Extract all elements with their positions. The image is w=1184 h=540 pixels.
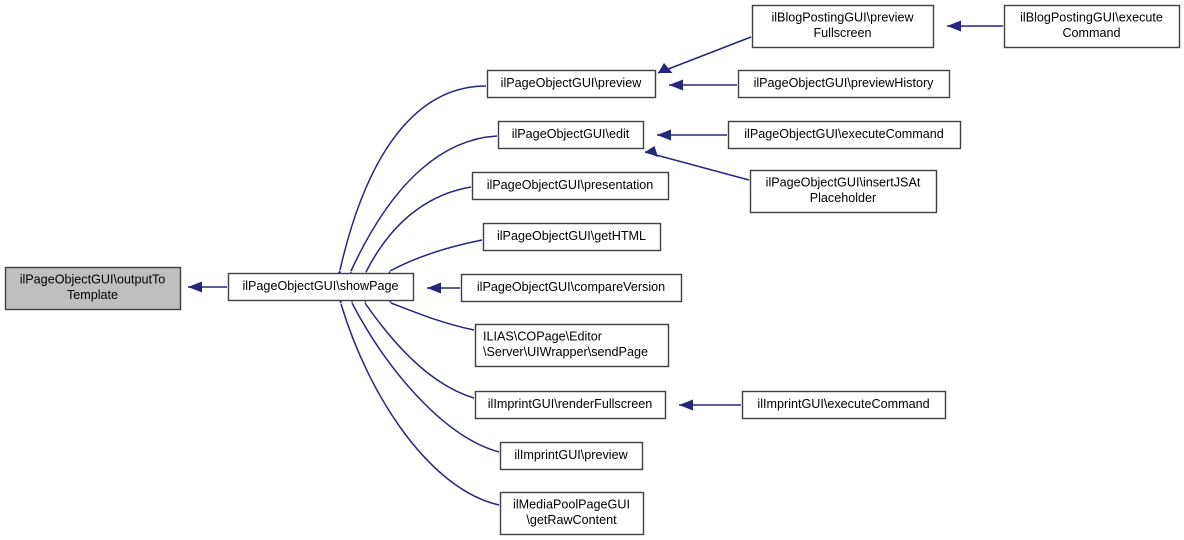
edge-line xyxy=(657,36,752,74)
graph-node-previewHistory[interactable]: ilPageObjectGUI\previewHistory xyxy=(737,69,951,99)
edge-line xyxy=(351,302,500,453)
node-label: ilPageObjectGUI\getHTML xyxy=(497,229,646,243)
node-label: Fullscreen xyxy=(813,26,871,40)
edge-arrowhead-icon xyxy=(427,282,441,294)
node-label: ilImprintGUI\executeCommand xyxy=(757,397,929,411)
edge-arrowhead-icon xyxy=(658,63,673,73)
edge-line xyxy=(340,303,500,506)
edge-arrowhead-icon xyxy=(188,281,202,293)
node-label: ilImprintGUI\preview xyxy=(514,448,628,462)
node-label: \getRawContent xyxy=(526,513,617,527)
graph-node-getHTML[interactable]: ilPageObjectGUI\getHTML xyxy=(482,222,662,252)
graph-edge xyxy=(427,282,460,294)
edge-line xyxy=(364,302,475,399)
node-label: Placeholder xyxy=(810,191,877,205)
node-label: ilImprintGUI\renderFullscreen xyxy=(488,397,652,411)
node-box[interactable] xyxy=(460,273,683,303)
edge-line xyxy=(365,186,472,273)
node-box[interactable] xyxy=(737,69,951,99)
node-box[interactable] xyxy=(471,171,670,201)
node-box[interactable] xyxy=(227,272,415,302)
node-label: ilPageObjectGUI\presentation xyxy=(487,178,654,192)
node-label: ilBlogPostingGUI\execute xyxy=(1020,11,1163,25)
edge-line xyxy=(389,239,483,272)
node-box[interactable] xyxy=(751,4,935,49)
graph-edge xyxy=(188,281,227,293)
edge-line xyxy=(390,302,475,331)
node-label: \Server\UIWrapper\sendPage xyxy=(483,345,648,359)
graph-edge xyxy=(332,288,500,506)
node-label: ilPageObjectGUI\outputTo xyxy=(20,273,166,287)
node-label: Command xyxy=(1062,26,1120,40)
node-label: ilPageObjectGUI\edit xyxy=(512,127,630,141)
graph-node-imprintPreview[interactable]: ilImprintGUI\preview xyxy=(499,441,644,471)
node-label: ilBlogPostingGUI\preview xyxy=(771,11,914,25)
node-box[interactable] xyxy=(474,323,670,368)
edge-line xyxy=(644,151,750,181)
edge-arrowhead-icon xyxy=(669,79,683,91)
node-box[interactable] xyxy=(499,441,644,471)
graph-node-renderFullscreen[interactable]: ilImprintGUI\renderFullscreen xyxy=(474,390,667,420)
graph-edge xyxy=(679,399,741,411)
node-box[interactable] xyxy=(749,169,938,214)
edge-arrowhead-icon xyxy=(645,146,658,157)
node-box[interactable] xyxy=(474,390,667,420)
node-box[interactable] xyxy=(727,120,962,150)
node-label: Template xyxy=(67,288,118,302)
edge-arrowhead-icon xyxy=(947,20,961,32)
edge-line xyxy=(350,135,498,272)
graph-edge xyxy=(331,85,487,284)
node-label: ilPageObjectGUI\preview xyxy=(501,76,643,90)
graph-edge xyxy=(344,135,498,286)
node-label: ilPageObjectGUI\executeCommand xyxy=(744,127,944,141)
graph-node-pageExecuteCommand[interactable]: ilPageObjectGUI\executeCommand xyxy=(727,120,962,150)
node-label: ILIAS\COPage\Editor xyxy=(483,330,602,344)
node-label: ilPageObjectGUI\previewHistory xyxy=(754,76,935,90)
node-label: ilPageObjectGUI\insertJSAt xyxy=(766,176,921,190)
nodes-layer: ilPageObjectGUI\outputToTemplateilPageOb… xyxy=(4,4,1181,536)
graph-edge xyxy=(669,79,737,91)
graph-node-sendPage[interactable]: ILIAS\COPage\Editor\Server\UIWrapper\sen… xyxy=(474,323,670,368)
node-box[interactable] xyxy=(741,390,947,420)
node-box[interactable] xyxy=(497,120,645,150)
graph-node-presentation[interactable]: ilPageObjectGUI\presentation xyxy=(471,171,670,201)
graph-node-edit[interactable]: ilPageObjectGUI\edit xyxy=(497,120,645,150)
edge-arrowhead-icon xyxy=(679,399,693,411)
node-box[interactable] xyxy=(486,69,657,99)
graph-edge xyxy=(345,288,500,453)
graph-node-blogExecuteCommand[interactable]: ilBlogPostingGUI\executeCommand xyxy=(1003,4,1181,49)
node-box[interactable] xyxy=(482,222,662,252)
node-box[interactable] xyxy=(4,266,182,311)
node-label: ilPageObjectGUI\showPage xyxy=(242,279,398,293)
graph-node-showPage[interactable]: ilPageObjectGUI\showPage xyxy=(227,272,415,302)
graph-edge xyxy=(644,146,750,181)
node-label: ilPageObjectGUI\compareVersion xyxy=(477,280,665,294)
graph-edge xyxy=(657,129,727,141)
graph-node-imprintExecuteCommand[interactable]: ilImprintGUI\executeCommand xyxy=(741,390,947,420)
node-box[interactable] xyxy=(1003,4,1181,49)
graph-node-getRawContent[interactable]: ilMediaPoolPageGUI\getRawContent xyxy=(499,491,645,536)
graph-edge xyxy=(657,36,752,74)
graph-edge xyxy=(360,288,475,399)
node-label: ilMediaPoolPageGUI xyxy=(513,498,630,512)
edge-line xyxy=(339,85,487,271)
graph-node-preview[interactable]: ilPageObjectGUI\preview xyxy=(486,69,657,99)
graph-edge xyxy=(947,20,1003,32)
graph-node-compareVersion[interactable]: ilPageObjectGUI\compareVersion xyxy=(460,273,683,303)
edge-arrowhead-icon xyxy=(657,129,671,141)
node-box[interactable] xyxy=(499,491,645,536)
